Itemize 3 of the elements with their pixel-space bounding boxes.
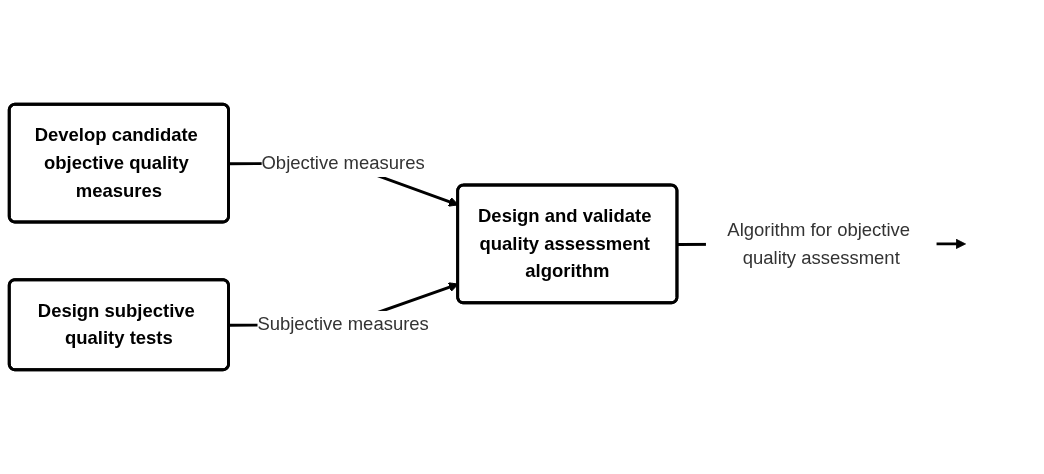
edge-label: Objective measures [261, 152, 425, 173]
edge-label: Algorithm for objective quality assessment [727, 219, 911, 268]
edge-label: Subjective measures [257, 314, 429, 334]
